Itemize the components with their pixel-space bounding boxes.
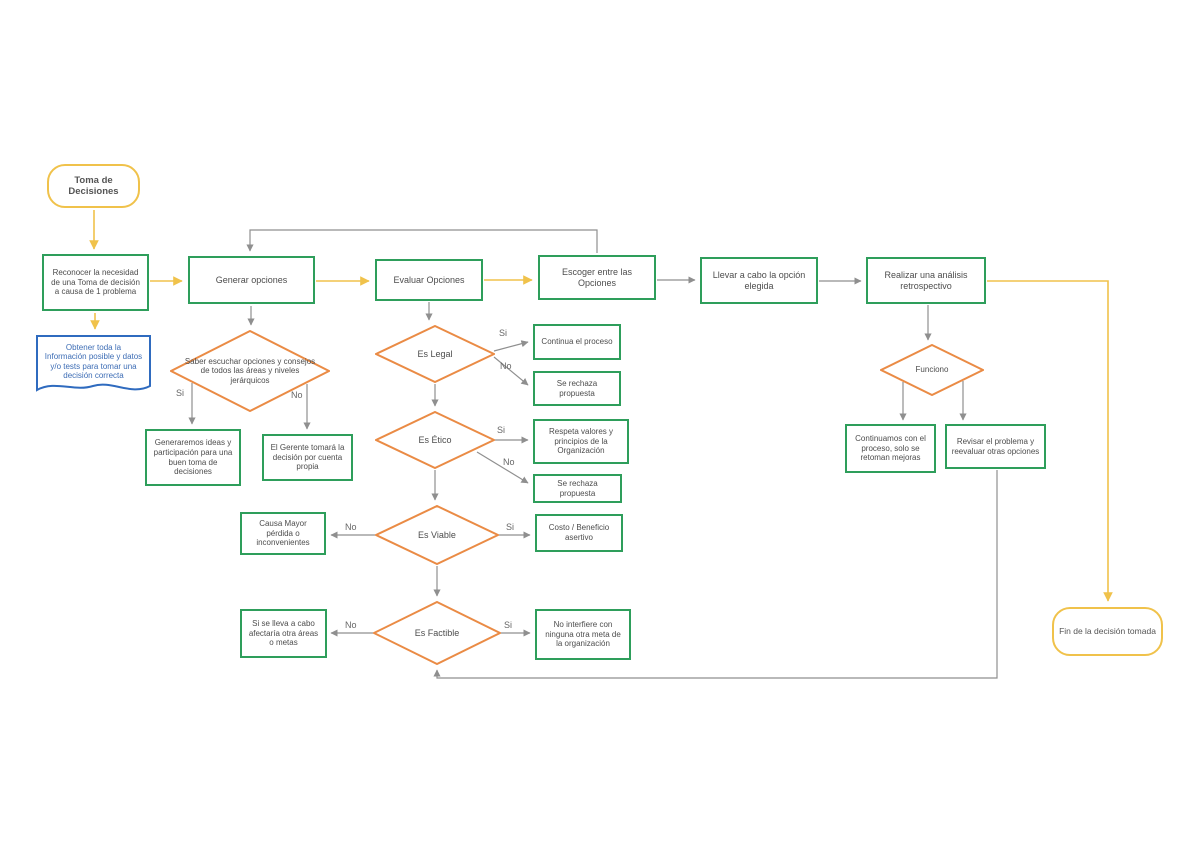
- branch-label-no: No: [345, 620, 357, 630]
- node-rechaza-propuesta-1: Se rechaza propuesta: [533, 371, 621, 406]
- node-rechaza-propuesta-2: Se rechaza propuesta: [533, 474, 622, 503]
- branch-label-si: Si: [504, 620, 513, 630]
- node-generar-opciones: Generar opciones: [188, 256, 315, 304]
- branch-label-si: Si: [497, 425, 506, 435]
- branch-label-no: No: [345, 522, 357, 532]
- node-generaremos-ideas: Generaremos ideas y participación para u…: [145, 429, 241, 486]
- decision-funciono: Funciono: [880, 344, 984, 396]
- decision-es-factible: Es Factible: [373, 601, 501, 665]
- document-shape: [36, 335, 151, 392]
- decision-label: Es Legal: [417, 348, 453, 359]
- branch-label-no: No: [500, 361, 512, 371]
- node-no-interfiere: No interfiere con ninguna otra meta de l…: [535, 609, 631, 660]
- node-continua-proceso: Continua el proceso: [533, 324, 621, 360]
- branch-label-si: Si: [506, 522, 515, 532]
- node-llevar-a-cabo: Llevar a cabo la opción elegida: [700, 257, 818, 304]
- node-gerente-decide: El Gerente tomará la decisión por cuenta…: [262, 434, 353, 481]
- end-terminal: Fin de la decisión tomada: [1052, 607, 1163, 656]
- node-causa-mayor: Causa Mayor pérdida o inconvenientes: [240, 512, 326, 555]
- node-reconocer-necesidad: Reconocer la necesidad de una Toma de de…: [42, 254, 149, 311]
- decision-es-etico: Es Ético: [375, 411, 495, 469]
- node-evaluar-opciones: Evaluar Opciones: [375, 259, 483, 301]
- node-analisis-retrospectivo: Realizar una análisis retrospectivo: [866, 257, 986, 304]
- decision-saber-escuchar: Saber escuchar opciones y consejos de to…: [170, 330, 330, 412]
- node-costo-beneficio: Costo / Beneficio asertivo: [535, 514, 623, 552]
- decision-label: Es Factible: [414, 627, 460, 638]
- node-respeta-valores: Respeta valores y principios de la Organ…: [533, 419, 629, 464]
- node-revisar-problema: Revisar el problema y reevaluar otras op…: [945, 424, 1046, 469]
- decision-es-legal: Es Legal: [375, 325, 495, 383]
- node-obtener-informacion-document: Obtener toda la Información posible y da…: [35, 334, 152, 398]
- node-afectaria-otras-areas: Si se lleva a cabo afectaría otra áreas …: [240, 609, 327, 658]
- document-label: Obtener toda la Información posible y da…: [44, 343, 143, 380]
- decision-label: Funciono: [915, 365, 949, 375]
- node-continuamos-proceso: Continuamos con el proceso, solo se reto…: [845, 424, 936, 473]
- branch-label-no: No: [503, 457, 515, 467]
- branch-label-si: Si: [176, 388, 185, 398]
- branch-label-si: Si: [499, 328, 508, 338]
- start-terminal: Toma de Decisiones: [47, 164, 140, 208]
- decision-es-viable: Es Viable: [375, 505, 499, 565]
- decision-label: Es Viable: [418, 529, 456, 540]
- decision-label: Saber escuchar opciones y consejos de to…: [184, 357, 316, 385]
- node-escoger-opciones: Escoger entre las Opciones: [538, 255, 656, 300]
- branch-label-no: No: [291, 390, 303, 400]
- decision-label: Es Ético: [418, 434, 452, 445]
